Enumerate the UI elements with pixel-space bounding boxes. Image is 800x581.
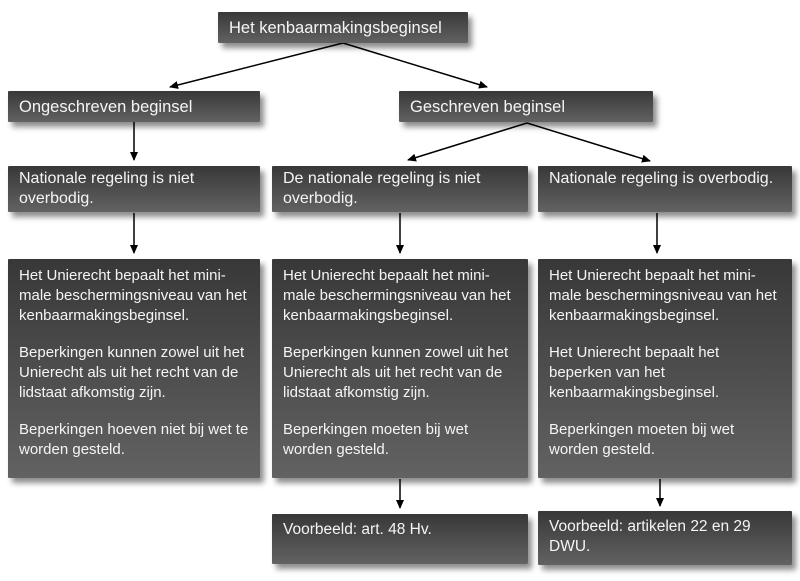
example-box-right: Voorbeeld: artikelen 22 en 29 DWU. <box>538 511 792 565</box>
arrow-right-branch-to-right-condition <box>526 122 651 163</box>
root-box: Het kenbaarmakingsbeginsel <box>218 12 468 43</box>
branch-unwritten-box: Ongeschreven beginsel <box>8 91 260 122</box>
detail-box-middle: Het Unierecht bepaalt het mini­male besc… <box>272 259 528 478</box>
detail-box-right: Het Unierecht bepaalt het mini­male besc… <box>538 259 792 478</box>
branch-unwritten-label: Ongeschreven beginsel <box>19 97 193 116</box>
detail-middle-paragraph-3: Beperkingen moeten bij wet worden gestel… <box>283 421 469 458</box>
example-right-label: Voorbeeld: artikelen 22 en 29 DWU. <box>549 518 751 555</box>
root-label: Het kenbaarmakingsbeginsel <box>229 18 442 37</box>
condition-right-label: Nationale regeling is overbodig. <box>549 170 774 187</box>
arrow-root-to-left-branch <box>169 42 344 89</box>
detail-right-paragraph-3: Beperkingen moeten bij wet worden gestel… <box>549 421 735 458</box>
condition-box-right: Nationale regeling is overbodig. <box>538 166 792 212</box>
arrow-root-to-right-branch <box>342 42 488 89</box>
condition-left-label: Nationale regeling is niet overbodig. <box>19 170 195 207</box>
detail-box-left: Het Unierecht bepaalt het mini­male besc… <box>8 259 260 478</box>
example-middle-label: Voorbeeld: art. 48 Hv. <box>283 521 432 538</box>
detail-middle-paragraph-2: Beperkingen kunnen zowel uit het Unierec… <box>283 344 509 401</box>
condition-middle-label: De nationale regeling is niet overbodig. <box>283 170 481 207</box>
detail-left-paragraph-1: Het Unierecht bepaalt het mini­male besc… <box>19 267 247 324</box>
detail-right-paragraph-1: Het Unierecht bepaalt het mini­male besc… <box>549 267 777 324</box>
branch-written-box: Geschreven beginsel <box>399 91 653 122</box>
detail-left-paragraph-3: Beperkingen hoeven niet bij wet te worde… <box>19 421 249 458</box>
detail-middle-paragraph-1: Het Unierecht bepaalt het mini­male besc… <box>283 267 511 324</box>
example-box-middle: Voorbeeld: art. 48 Hv. <box>272 514 528 564</box>
condition-box-left: Nationale regeling is niet overbodig. <box>8 166 260 212</box>
condition-box-middle: De nationale regeling is niet overbodig. <box>272 166 528 212</box>
detail-left-paragraph-2: Beperkingen kunnen zowel uit het Unierec… <box>19 344 245 401</box>
detail-right-paragraph-2: Het Unierecht bepaalt het beperken van h… <box>549 344 720 401</box>
arrow-right-branch-to-middle-condition <box>407 122 528 162</box>
branch-written-label: Geschreven beginsel <box>410 97 566 116</box>
